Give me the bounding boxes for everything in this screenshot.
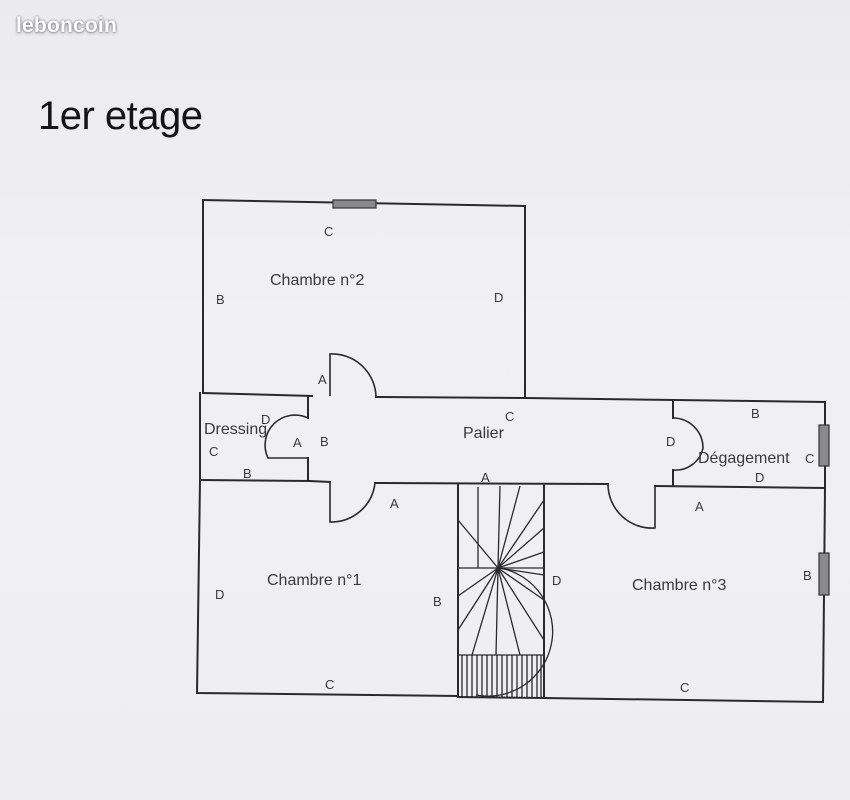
wall-letter-c: C (325, 677, 334, 692)
wall-chambre2-bottom-left (201, 391, 314, 398)
doors (264, 353, 704, 529)
stair-arrow-curve (475, 567, 554, 697)
door-chambre2 (329, 353, 377, 398)
wall-letter-b: B (216, 292, 225, 307)
walls (195, 198, 827, 704)
room-label-dressing: Dressing (204, 421, 267, 438)
room-label-palier: Palier (463, 425, 505, 442)
stair-tread-3 (497, 485, 521, 569)
door-dressing (264, 414, 309, 459)
page-title: 1er etage (38, 94, 203, 138)
room-label-chambre2: Chambre n°2 (270, 272, 365, 289)
stair-tread-9 (471, 567, 499, 656)
room-label-degagement: Dégagement (698, 450, 790, 467)
wall-letter-d: D (261, 412, 270, 427)
stair-tread-6 (497, 551, 545, 569)
wall-letter-d: D (666, 434, 675, 449)
wall-letter-b: B (751, 406, 760, 421)
stair-hatching (461, 655, 542, 697)
wall-letter-a: A (390, 496, 399, 511)
wall-letter-a: A (293, 435, 302, 450)
wall-letter-b: B (803, 568, 812, 583)
wall-chambre2-top-right (201, 198, 526, 398)
door-chambre1 (329, 482, 376, 523)
wall-letter-d: D (552, 573, 561, 588)
wall-letter-b: B (243, 466, 252, 481)
wall-stairs-bottom (456, 695, 546, 700)
wall-letter-b: B (433, 594, 442, 609)
stair-tread-12 (497, 567, 545, 641)
wall-dressing-bottom (198, 478, 312, 483)
door-chambre3 (607, 483, 656, 529)
wall-chambre3-right-bottom (542, 486, 827, 704)
stair-tread-8 (457, 567, 499, 631)
wall-letter-b: B (320, 434, 329, 449)
windows (332, 199, 830, 596)
window-chambre3 (818, 552, 830, 596)
wall-letter-a: A (695, 499, 704, 514)
stair-tread-7 (457, 567, 499, 597)
stair-tread-11 (497, 567, 521, 656)
wall-letter-c: C (505, 409, 514, 424)
stair-tread-13 (497, 567, 545, 601)
wall-letter-d: D (755, 470, 764, 485)
wall-letter-c: C (805, 451, 814, 466)
leboncoin-watermark: leboncoin (16, 14, 117, 37)
staircase (457, 485, 554, 697)
room-label-chambre1: Chambre n°1 (267, 572, 362, 589)
wall-letter-d: D (215, 587, 224, 602)
wall-letter-c: C (324, 224, 333, 239)
door-degagement (672, 417, 704, 471)
stair-tread-10 (495, 567, 499, 656)
wall-chambre1-left-bottom (195, 478, 460, 698)
wall-landing-bottom-1 (308, 479, 332, 484)
wall-letter-a: A (481, 470, 490, 485)
stair-tread-2 (497, 485, 501, 569)
stair-tread-4 (497, 499, 545, 569)
wall-landing-bottom-2 (373, 481, 610, 486)
room-label-chambre3: Chambre n°3 (632, 577, 727, 594)
window-chambre2 (332, 199, 377, 209)
stair-tread-5 (497, 527, 545, 569)
wall-letter-a: A (318, 372, 327, 387)
wall-letter-d: D (494, 290, 503, 305)
wall-letter-c: C (209, 444, 218, 459)
wall-landing-bottom-3 (653, 484, 827, 490)
wall-letter-c: C (680, 680, 689, 695)
window-degagement (818, 424, 830, 467)
stair-tread-1 (457, 519, 499, 569)
